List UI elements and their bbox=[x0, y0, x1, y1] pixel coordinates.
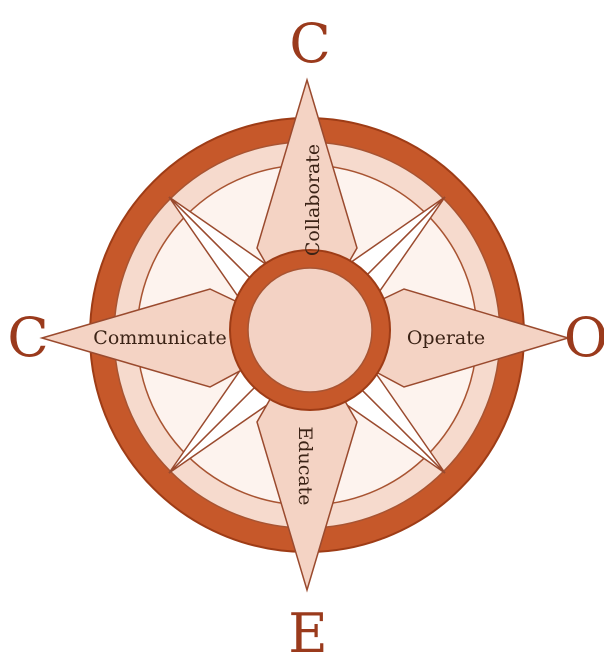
arm-label-south: Educate bbox=[294, 426, 316, 505]
arm-label-north: Collaborate bbox=[302, 144, 324, 256]
direction-letter-west: C bbox=[7, 306, 48, 369]
arm-label-west: Communicate bbox=[93, 327, 226, 349]
direction-letter-south: E bbox=[288, 602, 327, 665]
direction-letter-north: C bbox=[289, 12, 330, 75]
direction-letter-east: O bbox=[564, 306, 604, 369]
arm-label-east: Operate bbox=[407, 327, 485, 349]
center-hub bbox=[248, 268, 372, 392]
